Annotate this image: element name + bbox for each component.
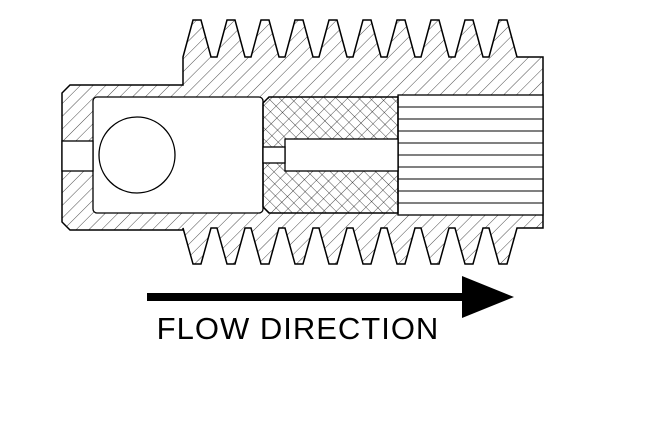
spring-coils	[398, 106, 543, 204]
insert-bore-step	[262, 146, 286, 164]
insert-bore	[284, 138, 399, 172]
check-ball	[98, 116, 176, 194]
inlet-bore	[61, 140, 94, 172]
flow-arrow-head	[462, 276, 514, 318]
flow-direction-label: FLOW DIRECTION	[157, 311, 440, 346]
